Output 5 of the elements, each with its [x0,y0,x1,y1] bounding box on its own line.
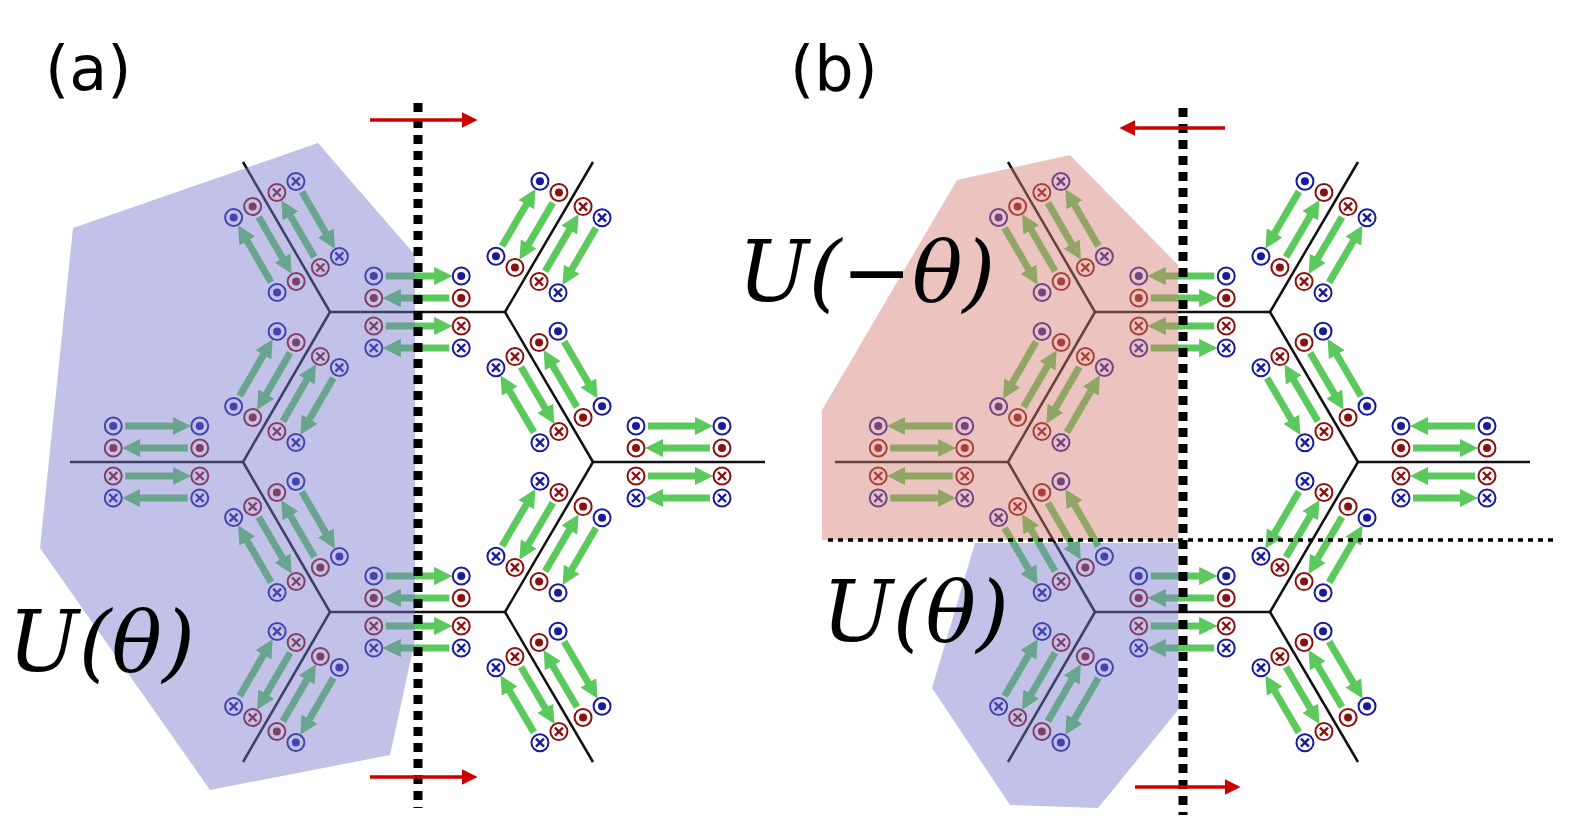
panel-label: (b) [790,38,878,100]
region-label: U(−θ) [738,230,996,314]
region-label: U(θ) [8,600,195,684]
panel-label: (a) [45,38,132,100]
region-label: U(θ) [822,570,1009,654]
